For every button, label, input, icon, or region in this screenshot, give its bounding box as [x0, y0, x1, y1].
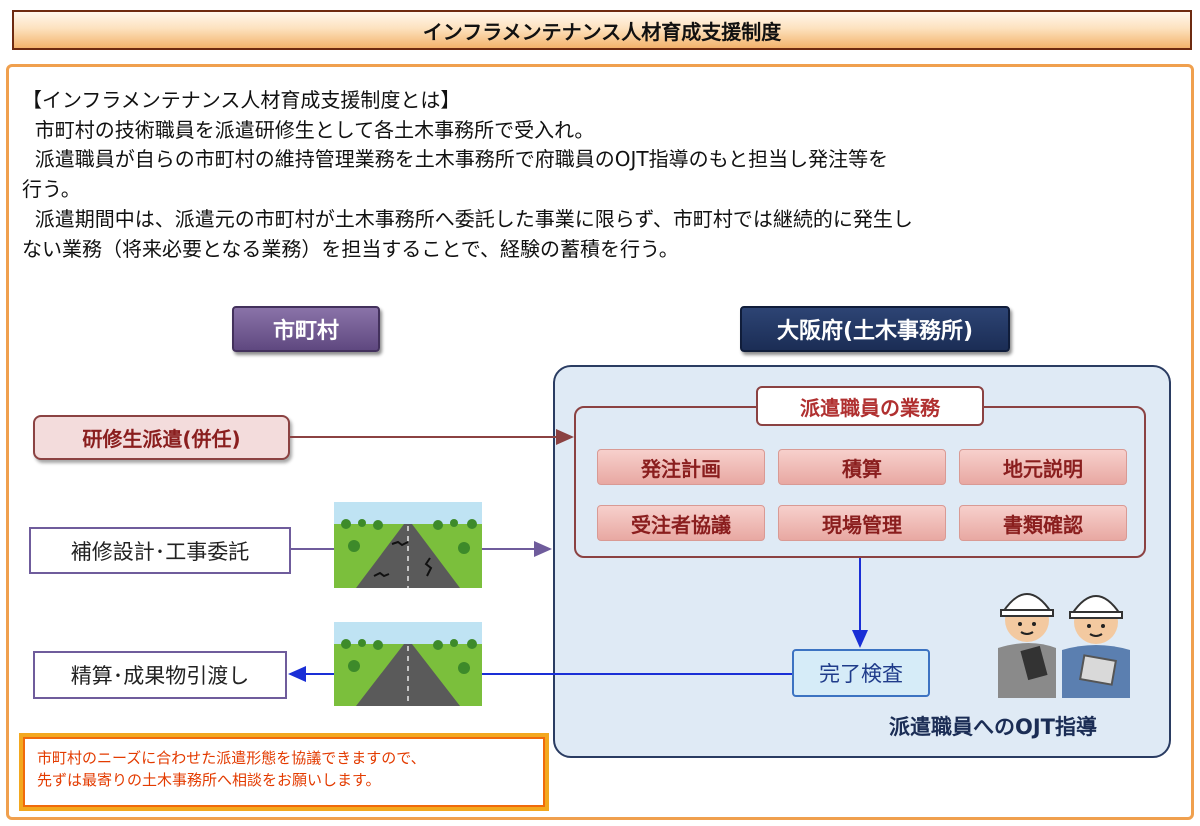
duties-label: 派遣職員の業務	[756, 386, 984, 426]
inspection-box: 完了検査	[792, 649, 930, 697]
page-title: インフラメンテナンス人材育成支援制度	[12, 10, 1192, 50]
duty-item: 受注者協議	[597, 505, 765, 541]
intro-line-5: ない業務（将来必要となる業務）を担当することで、経験の蓄積を行う。	[22, 237, 679, 261]
intro-line-4: 派遣期間中は、派遣元の市町村が土木事務所へ委託した事業に限らず、市町村では継続的…	[22, 207, 913, 231]
duty-item: 現場管理	[778, 505, 946, 541]
duty-item: 積算	[778, 449, 946, 485]
osaka-header: 大阪府(土木事務所)	[740, 306, 1010, 352]
duty-item: 発注計画	[597, 449, 765, 485]
workers-illustration	[990, 570, 1140, 700]
duty-item: 地元説明	[959, 449, 1127, 485]
note-line-1: 市町村のニーズに合わせた派遣形態を協議できますので、	[37, 749, 426, 767]
cracked-road-image	[334, 502, 482, 588]
dispatch-box: 研修生派遣(併任)	[33, 415, 290, 460]
design-commission-box: 補修設計･工事委託	[29, 527, 291, 574]
intro-line-1: 市町村の技術職員を派遣研修生として各土木事務所で受入れ。	[22, 118, 595, 142]
ojt-label: 派遣職員へのOJT指導	[889, 715, 1097, 739]
intro-line-2: 派遣職員が自らの市町村の維持管理業務を土木事務所で府職員のOJT指導のもと担当し…	[22, 147, 889, 171]
intro-heading: 【インフラメンテナンス人材育成支援制度とは】	[22, 88, 461, 112]
road-image	[334, 622, 482, 706]
settlement-box: 精算･成果物引渡し	[33, 651, 287, 699]
city-header: 市町村	[232, 306, 380, 352]
note-box: 市町村のニーズに合わせた派遣形態を協議できますので、 先ずは最寄りの土木事務所へ…	[19, 733, 549, 811]
note-line-2: 先ずは最寄りの土木事務所へ相談をお願いします。	[37, 771, 381, 789]
intro-line-3: 行う。	[22, 177, 81, 201]
duty-item: 書類確認	[959, 505, 1127, 541]
